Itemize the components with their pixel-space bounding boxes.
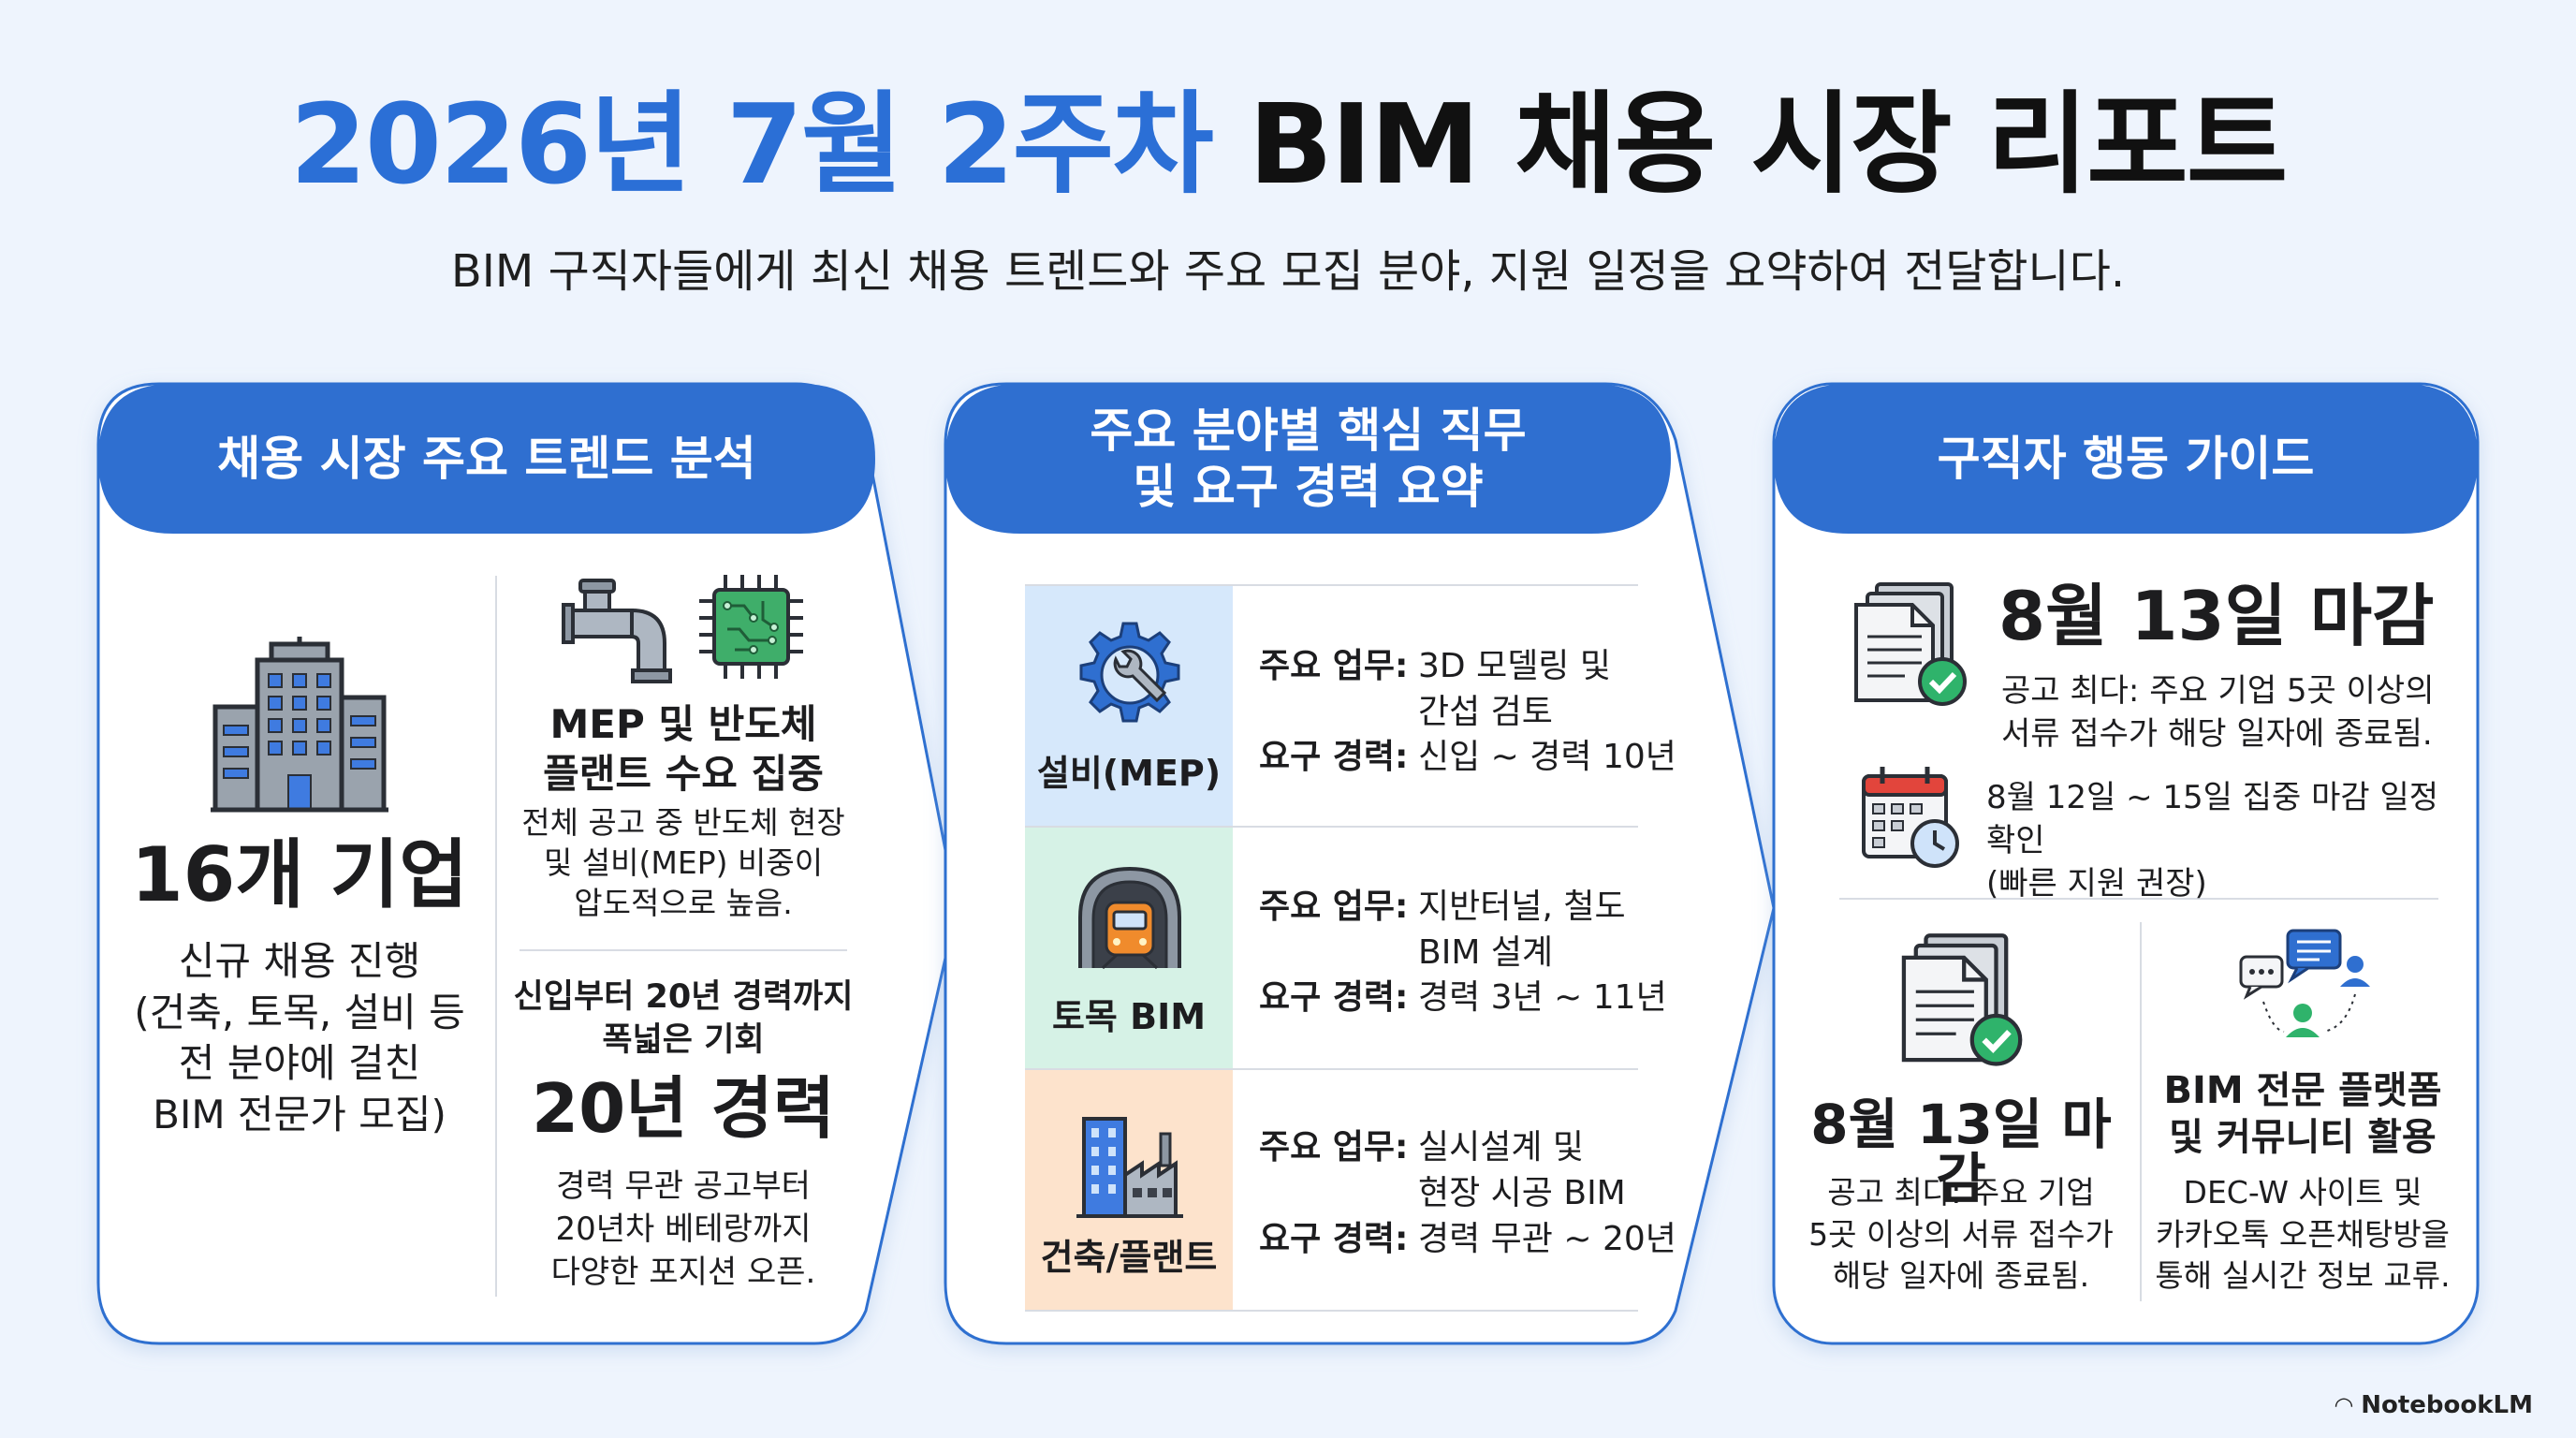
office-building-icon — [211, 637, 388, 813]
architecture-experience: 요구 경력:경력 무관 ~ 20년 — [1259, 1220, 1676, 1258]
panel-2-header-bg — [945, 384, 1671, 534]
semiconductor-chip-icon — [699, 575, 803, 679]
companies-count: 16개 기업 — [131, 831, 468, 918]
panel-1-header-label: 채용 시장 주요 트렌드 분석 — [217, 432, 756, 486]
row-label-architecture: 건축/플랜트 — [1040, 1237, 1218, 1278]
panel-2-header: 주요 분야별 핵심 직무 및 요구 경력 요약 — [945, 384, 1671, 534]
row-label-civil: 토목 BIM — [1051, 996, 1207, 1037]
community-title: BIM 전문 플랫폼 및 커뮤니티 활용 — [2163, 1069, 2442, 1159]
civil-experience: 요구 경력:경력 3년 ~ 11년 — [1259, 978, 1667, 1017]
panel-3-header-label: 구직자 행동 가이드 — [1937, 432, 2315, 486]
watermark-label: NotebookLM — [2361, 1391, 2533, 1419]
calendar-clock-icon — [1862, 767, 1959, 868]
title-highlight: 2026년 7월 2주차 — [289, 80, 1214, 209]
career-range: 20년 경력 — [532, 1069, 835, 1148]
deadline-bottom-title: 8월 13일 마감 — [1810, 1093, 2112, 1211]
gear-wrench-icon — [1079, 622, 1180, 723]
panel-1-header-bg — [98, 384, 875, 534]
panel-3-header-bg — [1774, 384, 2478, 534]
panel-3-header: 구직자 행동 가이드 — [1774, 384, 2478, 534]
community-chat-icon — [2239, 929, 2370, 1037]
companies-description: 신규 채용 진행 (건축, 토목, 설비 등 전 분야에 걸친 BIM 전문가 … — [134, 938, 465, 1137]
notebooklm-logo-icon: ◠ — [2334, 1392, 2353, 1418]
career-title: 신입부터 20년 경력까지 폭넓은 기회 — [513, 978, 854, 1059]
deadline-bottom-description: 공고 최다: 주요 기업 5곳 이상의 서류 접수가 해당 일자에 종료됨. — [1808, 1174, 2114, 1295]
mep-experience: 요구 경력:신입 ~ 경력 10년 — [1259, 738, 1676, 776]
calendar-note: 8월 12일 ~ 15일 집중 마감 일정 확인 (빠른 지원 권장) — [1986, 779, 2439, 902]
document-check-icon — [1901, 933, 2023, 1066]
community-description: DEC-W 사이트 및 카카오톡 오픈채탕방을 통해 실시간 정보 교류. — [2155, 1174, 2451, 1295]
row-label-mep: 설비(MEP) — [1036, 753, 1222, 794]
deadline-top-title: 8월 13일 마감 — [1998, 577, 2435, 655]
career-description: 경력 무관 공고부터 20년차 베테랑까지 다양한 포지션 오픈. — [550, 1167, 816, 1291]
panel-1-header: 채용 시장 주요 트렌드 분석 — [98, 384, 875, 534]
pipe-icon — [562, 579, 672, 683]
deadline-top-description: 공고 최다: 주요 기업 5곳 이상의 서류 접수가 해당 일자에 종료됨. — [2001, 672, 2435, 753]
panel-2-header-line1: 주요 분야별 핵심 직무 — [1090, 404, 1527, 458]
page-title: 2026년 7월 2주차 BIM 채용 시장 리포트 — [0, 89, 2576, 199]
document-check-icon — [1854, 582, 1967, 706]
tunnel-train-icon — [1078, 866, 1181, 970]
mep-description: 전체 공고 중 반도체 현장 및 설비(MEP) 비중이 압도적으로 높음. — [521, 804, 845, 921]
panel-2-header-line2: 및 요구 경력 요약 — [1133, 460, 1484, 514]
building-factory-icon — [1076, 1117, 1183, 1218]
notebooklm-watermark: ◠ NotebookLM — [2335, 1391, 2533, 1419]
page-subtitle: BIM 구직자들에게 최신 채용 트렌드와 주요 모집 분야, 지원 일정을 요… — [450, 245, 2126, 298]
mep-title: MEP 및 반도체 플랜트 수요 집중 — [543, 701, 824, 797]
title-main: BIM 채용 시장 리포트 — [1248, 80, 2288, 209]
